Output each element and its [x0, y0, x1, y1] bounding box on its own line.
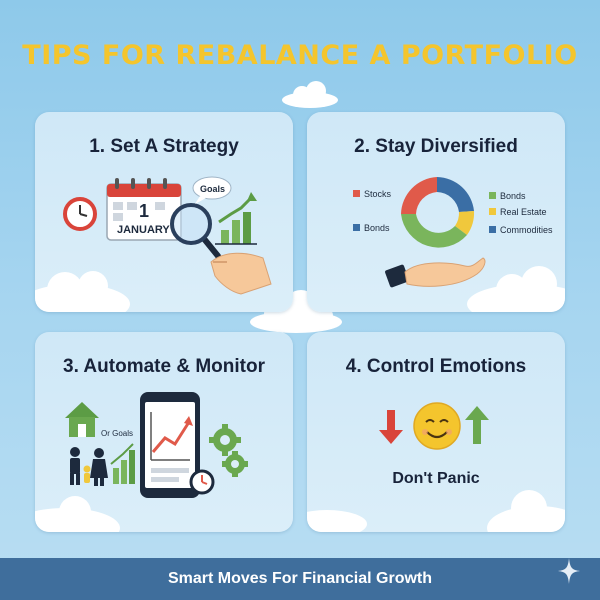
dont-panic-caption: Don't Panic — [392, 470, 480, 487]
clock-icon — [189, 469, 215, 495]
house-icon — [65, 402, 99, 437]
card-stay-diversified: Stocks Bonds Bonds Real Estate Commoditi… — [307, 112, 565, 312]
magnifier-icon — [170, 203, 221, 259]
footer-text: Smart Moves For Financial Growth — [167, 570, 433, 587]
goals-label: Or Goals — [101, 429, 133, 438]
cloud-icon — [487, 490, 565, 532]
clock-icon — [63, 197, 97, 231]
card-title: 2. Stay Diversified — [354, 136, 518, 157]
card-title: 4. Control Emotions — [345, 356, 527, 377]
calendar-month: JANUARY — [117, 224, 170, 236]
card-set-strategy: 1 JANUARY Goals 1. Set A Strategy — [35, 112, 293, 312]
family-icon — [70, 447, 108, 486]
goals-label: Goals — [200, 184, 225, 194]
cloud-icon — [467, 266, 565, 312]
footer-bar: Smart Moves For Financial Growth — [0, 558, 600, 600]
donut-chart-icon — [401, 177, 475, 248]
calendar-icon — [106, 178, 182, 241]
legend-swatches — [353, 190, 496, 233]
arrow-down-icon — [379, 410, 403, 444]
cloud-icon — [35, 496, 120, 532]
cloud-icon — [307, 510, 367, 532]
cloud-icon — [35, 271, 130, 312]
card-automate-monitor: Or Goals — [35, 332, 293, 532]
gear-icon — [209, 424, 248, 477]
legend-bonds-left: Bonds — [364, 223, 390, 233]
phone-icon — [140, 392, 200, 498]
arrow-up-icon — [465, 406, 489, 444]
sparkle-icon — [558, 558, 580, 584]
legend-real-estate: Real Estate — [500, 207, 547, 217]
hand-icon — [385, 257, 486, 288]
bar-chart-icon — [110, 443, 135, 484]
smiley-icon — [413, 402, 461, 450]
hand-icon — [210, 252, 272, 295]
page-title: TIPS FOR REBALANCE A PORTFOLIO — [22, 40, 578, 71]
growth-chart-icon — [215, 192, 257, 245]
cloud-icon — [282, 81, 338, 108]
card-title: 1. Set A Strategy — [89, 136, 239, 157]
speech-bubble-icon — [192, 176, 232, 204]
legend-commodities: Commodities — [500, 225, 553, 235]
calendar-day: 1 — [139, 201, 149, 221]
card-control-emotions: 4. Control Emotions Don't Panic — [307, 332, 565, 532]
legend-stocks: Stocks — [364, 189, 392, 199]
legend-bonds-right: Bonds — [500, 191, 526, 201]
card-title: 3. Automate & Monitor — [63, 356, 265, 377]
